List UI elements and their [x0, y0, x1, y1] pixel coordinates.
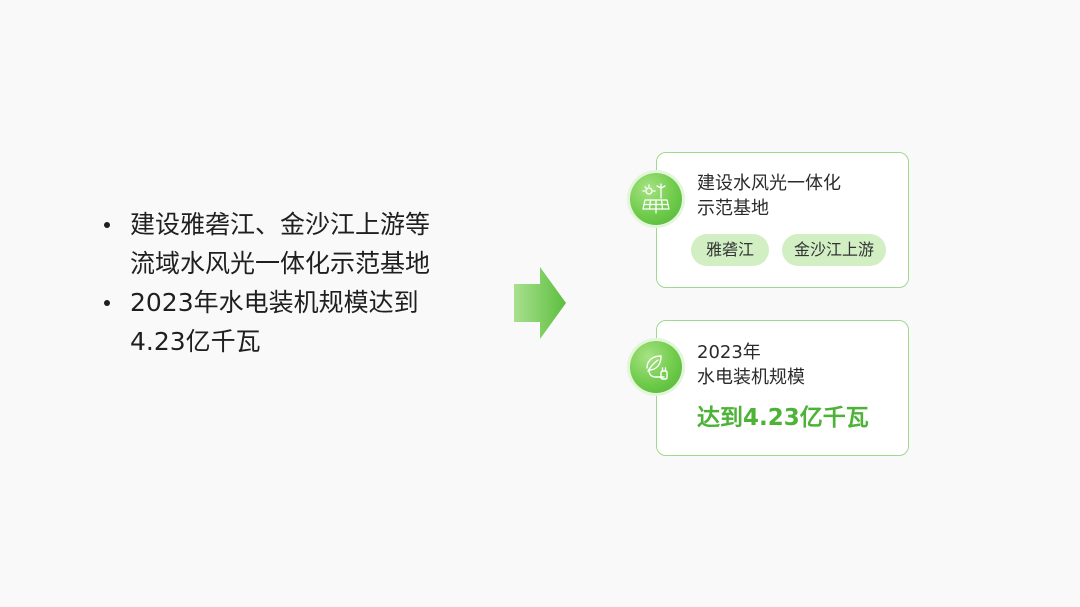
info-card-capacity: 2023年 水电装机规模 达到4.23亿千瓦 — [630, 320, 909, 456]
bullet-item: 2023年水电装机规模达到4.23亿千瓦 — [104, 283, 464, 361]
tag-yalongjiang: 雅砻江 — [691, 234, 769, 266]
card-title-line: 建设水风光一体化 — [697, 173, 841, 194]
solar-wind-icon — [630, 173, 682, 225]
card-title: 2023年 水电装机规模 — [697, 340, 897, 390]
card-title-line: 水电装机规模 — [697, 367, 805, 388]
bullet-text: 建设雅砻江、金沙江上游等流域水风光一体化示范基地 — [130, 210, 431, 278]
capacity-highlight: 达到4.23亿千瓦 — [697, 405, 869, 431]
bullet-text: 2023年水电装机规模达到4.23亿千瓦 — [130, 288, 419, 356]
card-title-line: 示范基地 — [697, 198, 769, 219]
card-title-line: 2023年 — [697, 342, 761, 363]
card-title: 建设水风光一体化 示范基地 — [697, 171, 897, 221]
eco-plug-icon — [630, 341, 682, 393]
bullet-item: 建设雅砻江、金沙江上游等流域水风光一体化示范基地 — [104, 205, 464, 283]
info-card-base: 建设水风光一体化 示范基地 雅砻江 金沙江上游 — [630, 152, 909, 288]
tag-jinshajiang: 金沙江上游 — [782, 234, 886, 266]
right-arrow-icon — [514, 267, 566, 339]
bullet-list: 建设雅砻江、金沙江上游等流域水风光一体化示范基地 2023年水电装机规模达到4.… — [104, 205, 464, 361]
bullet-dot — [104, 300, 110, 306]
bullet-dot — [104, 222, 110, 228]
